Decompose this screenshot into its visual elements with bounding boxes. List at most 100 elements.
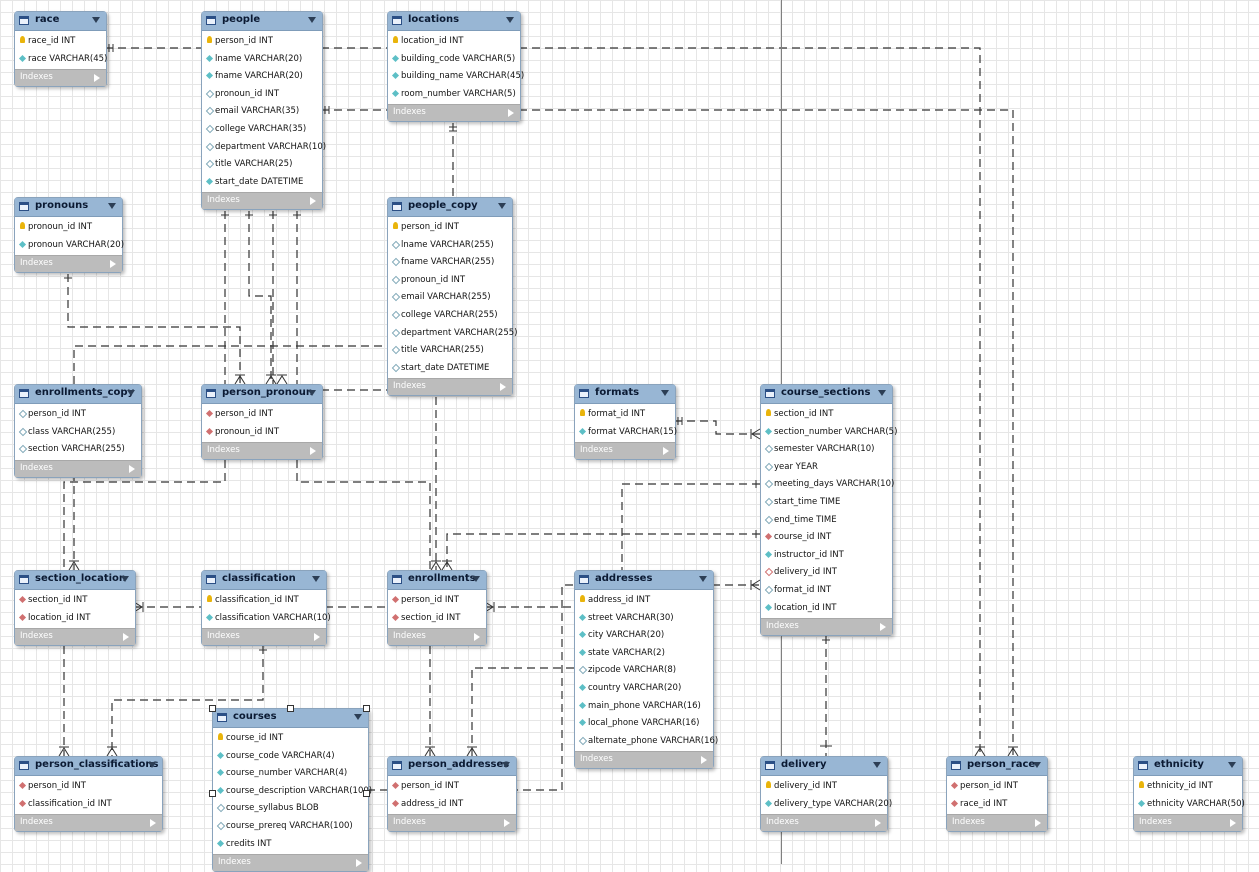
- column-row[interactable]: city VARCHAR(20): [575, 627, 713, 645]
- indexes-section[interactable]: Indexes: [947, 814, 1047, 832]
- expand-arrow-icon[interactable]: [880, 623, 886, 632]
- expand-arrow-icon[interactable]: [500, 383, 506, 392]
- collapse-arrow-icon[interactable]: [354, 714, 362, 720]
- column-row[interactable]: ethnicity_id INT: [1134, 778, 1242, 796]
- column-row[interactable]: person_id INT: [15, 778, 162, 796]
- table-header[interactable]: classification: [202, 571, 326, 590]
- collapse-arrow-icon[interactable]: [312, 576, 320, 582]
- column-row[interactable]: instructor_id INT: [761, 547, 892, 565]
- column-row[interactable]: race VARCHAR(45): [15, 51, 107, 69]
- table-header[interactable]: enrollments: [388, 571, 486, 590]
- column-row[interactable]: section VARCHAR(255): [15, 441, 141, 459]
- table-header[interactable]: course_sections: [761, 385, 892, 404]
- indexes-section[interactable]: Indexes: [213, 854, 368, 872]
- expand-arrow-icon[interactable]: [110, 260, 116, 269]
- expand-arrow-icon[interactable]: [150, 819, 156, 828]
- collapse-arrow-icon[interactable]: [308, 17, 316, 23]
- column-row[interactable]: fname VARCHAR(20): [202, 68, 322, 86]
- table-header[interactable]: pronouns: [15, 198, 122, 217]
- table-header[interactable]: ethnicity: [1134, 757, 1242, 776]
- column-row[interactable]: delivery_id INT: [761, 564, 892, 582]
- indexes-section[interactable]: Indexes: [388, 628, 486, 646]
- column-row[interactable]: state VARCHAR(2): [575, 645, 713, 663]
- column-row[interactable]: department VARCHAR(255): [388, 325, 517, 343]
- column-row[interactable]: street VARCHAR(30): [575, 610, 713, 628]
- column-row[interactable]: race_id INT: [947, 796, 1047, 814]
- expand-arrow-icon[interactable]: [94, 74, 100, 83]
- column-row[interactable]: meeting_days VARCHAR(10): [761, 476, 894, 494]
- column-row[interactable]: person_id INT: [15, 406, 141, 424]
- expand-arrow-icon[interactable]: [508, 109, 514, 118]
- relationship-line[interactable]: [621, 483, 760, 570]
- column-row[interactable]: section_id INT: [761, 406, 892, 424]
- relationship-line[interactable]: [674, 420, 760, 435]
- collapse-arrow-icon[interactable]: [1033, 762, 1041, 768]
- expand-arrow-icon[interactable]: [123, 633, 129, 642]
- column-row[interactable]: title VARCHAR(255): [388, 342, 512, 360]
- indexes-section[interactable]: Indexes: [202, 628, 326, 646]
- table-header[interactable]: person_addresses: [388, 757, 516, 776]
- column-row[interactable]: pronoun VARCHAR(20): [15, 237, 124, 255]
- expand-arrow-icon[interactable]: [310, 197, 316, 206]
- column-row[interactable]: end_time TIME: [761, 512, 892, 530]
- column-row[interactable]: lname VARCHAR(255): [388, 237, 512, 255]
- column-row[interactable]: semester VARCHAR(10): [761, 441, 892, 459]
- table-header[interactable]: addresses: [575, 571, 713, 590]
- table-header[interactable]: people_copy: [388, 198, 512, 217]
- collapse-arrow-icon[interactable]: [148, 762, 156, 768]
- selection-handle[interactable]: [363, 705, 370, 712]
- column-row[interactable]: start_time TIME: [761, 494, 892, 512]
- indexes-section[interactable]: Indexes: [575, 442, 675, 460]
- column-row[interactable]: lname VARCHAR(20): [202, 51, 322, 69]
- column-row[interactable]: format VARCHAR(15): [575, 424, 677, 442]
- column-row[interactable]: pronoun_id INT: [202, 424, 322, 442]
- column-row[interactable]: class VARCHAR(255): [15, 424, 141, 442]
- column-row[interactable]: format_id INT: [575, 406, 675, 424]
- column-row[interactable]: course_id INT: [761, 529, 892, 547]
- column-row[interactable]: section_id INT: [15, 592, 135, 610]
- column-row[interactable]: pronoun_id INT: [15, 219, 122, 237]
- indexes-section[interactable]: Indexes: [15, 459, 141, 477]
- column-row[interactable]: credits INT: [213, 836, 368, 854]
- column-row[interactable]: start_date DATETIME: [388, 360, 512, 378]
- indexes-section[interactable]: Indexes: [15, 628, 135, 646]
- collapse-arrow-icon[interactable]: [699, 576, 707, 582]
- column-row[interactable]: location_id INT: [761, 600, 892, 618]
- indexes-section[interactable]: Indexes: [15, 255, 122, 273]
- column-row[interactable]: building_name VARCHAR(45): [388, 68, 524, 86]
- column-row[interactable]: alternate_phone VARCHAR(16): [575, 733, 718, 751]
- column-row[interactable]: person_id INT: [202, 33, 322, 51]
- column-row[interactable]: section_id INT: [388, 610, 486, 628]
- column-row[interactable]: pronoun_id INT: [202, 86, 322, 104]
- table-header[interactable]: race: [15, 12, 106, 31]
- column-row[interactable]: course_description VARCHAR(100): [213, 783, 372, 801]
- indexes-section[interactable]: Indexes: [388, 814, 516, 832]
- column-row[interactable]: person_id INT: [202, 406, 322, 424]
- indexes-section[interactable]: Indexes: [575, 751, 713, 769]
- table-header[interactable]: person_race: [947, 757, 1047, 776]
- relationship-line[interactable]: [296, 460, 431, 570]
- column-row[interactable]: person_id INT: [388, 778, 516, 796]
- column-row[interactable]: address_id INT: [575, 592, 713, 610]
- indexes-section[interactable]: Indexes: [1134, 814, 1242, 832]
- selection-handle[interactable]: [286, 705, 294, 712]
- indexes-section[interactable]: Indexes: [202, 442, 322, 460]
- indexes-section[interactable]: Indexes: [388, 378, 512, 396]
- expand-arrow-icon[interactable]: [1035, 819, 1041, 828]
- expand-arrow-icon[interactable]: [356, 859, 362, 868]
- column-row[interactable]: person_id INT: [947, 778, 1047, 796]
- collapse-arrow-icon[interactable]: [127, 390, 135, 396]
- relationship-line[interactable]: [73, 345, 387, 384]
- expand-arrow-icon[interactable]: [663, 447, 669, 456]
- column-row[interactable]: pronoun_id INT: [388, 272, 512, 290]
- table-header[interactable]: locations: [388, 12, 520, 31]
